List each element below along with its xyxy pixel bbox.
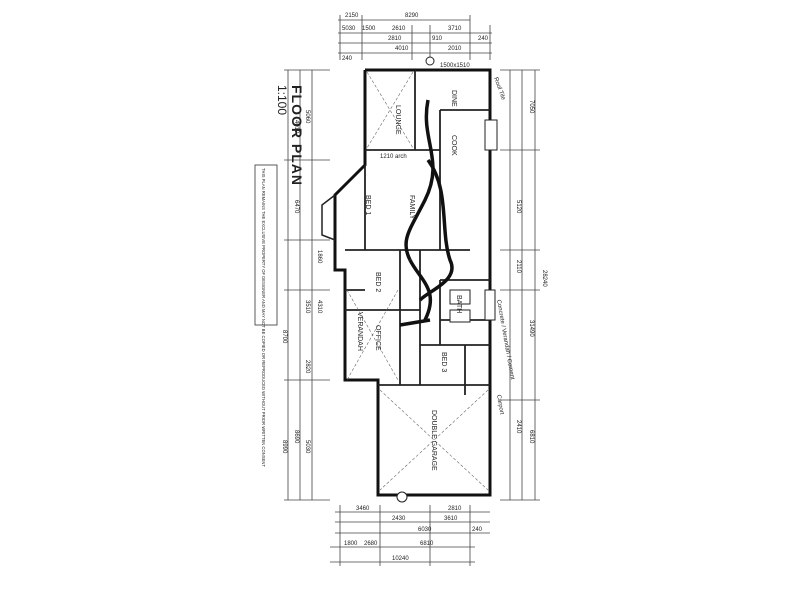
dim-bottom-7: 2680	[364, 541, 378, 547]
room-label-double-garage: DOUBLE GARAGE	[430, 410, 437, 471]
dim-left-2: 5060	[304, 110, 310, 124]
dimension-lines-bottom	[330, 505, 490, 566]
dim-left-8: 8690	[293, 430, 299, 444]
dim-bottom-6: 1800	[344, 541, 358, 547]
dim-right-2: 31490	[528, 320, 534, 337]
room-label-cook: COOK	[450, 135, 457, 156]
dim-top-10: 4010	[395, 46, 409, 52]
annotation-arch: 1210 arch	[380, 154, 407, 160]
annotation-carport: Carport	[495, 394, 504, 415]
dim-left-1: 6470	[293, 200, 299, 214]
room-label-dine: DINE	[450, 90, 457, 107]
annotation-roof-tile: Roof Tile	[492, 77, 506, 102]
dim-right-3: 5120	[515, 200, 521, 214]
bay-window	[321, 194, 336, 241]
dim-top-5: 3710	[448, 26, 462, 32]
room-label-bed-3: BED 3	[440, 352, 447, 372]
room-label-office: OFFICE	[374, 325, 381, 351]
dim-right-4: 6810	[528, 430, 534, 444]
dim-top-8: 910	[432, 36, 443, 42]
dim-top-3: 1500	[362, 26, 376, 32]
dimension-lines-left	[284, 69, 330, 501]
dim-bottom-5: 240	[472, 527, 483, 533]
dim-top-7: 240	[478, 36, 489, 42]
dim-right-0: 7050	[528, 100, 534, 114]
dim-left-5: 1860	[316, 250, 322, 264]
annotation-concrete-verandah: Concrete / Verandah / Cement	[495, 299, 515, 380]
room-label-bed-2: BED 2	[374, 272, 381, 292]
dim-left-0: 4010	[293, 120, 299, 134]
dim-bottom-1: 2430	[392, 516, 406, 522]
dim-top-0: 2150	[345, 13, 359, 19]
dim-bottom-2: 3610	[444, 516, 458, 522]
interior-walls	[345, 70, 490, 395]
dim-left-7: 4310	[316, 300, 322, 314]
dim-top-6: 2810	[388, 36, 402, 42]
room-label-bath: BATH	[455, 295, 462, 313]
plan-scale: 1:100	[275, 85, 289, 116]
dim-left-4: 2820	[304, 360, 310, 374]
room-label-bed-1: BED 1	[364, 195, 371, 215]
building-walls	[333, 68, 492, 497]
dimension-lines-right	[500, 69, 540, 501]
room-label-verandah: VERANDAH	[356, 312, 363, 351]
dim-right-6: 2410	[515, 420, 521, 434]
room-label-family: FAMILY	[408, 195, 415, 220]
annotation-window-size: 1500x1510	[440, 63, 470, 69]
dim-bottom-0: 3460	[356, 506, 370, 512]
dim-bottom-3: 2810	[448, 506, 462, 512]
dim-left-6: 8700	[281, 330, 287, 344]
wall-features	[396, 56, 498, 503]
dim-top-1: 8290	[405, 13, 419, 19]
dim-top-11: 240	[342, 56, 353, 62]
dim-right-1: 28240	[541, 270, 547, 287]
copyright-note-text: THIS PLAN REMAINS THE EXCLUSIVE PROPERTY…	[261, 168, 266, 467]
dimension-lines-top	[338, 15, 492, 60]
dim-left-9: 5030	[304, 440, 310, 454]
dim-right-5: 2110	[515, 260, 521, 274]
room-label-lounge: LOUNGE	[394, 105, 401, 135]
copyright-note-block: THIS PLAN REMAINS THE EXCLUSIVE PROPERTY…	[254, 164, 278, 467]
plan-title: FLOOR PLAN	[289, 85, 305, 186]
dim-left-3: 3510	[304, 300, 310, 314]
dim-top-9: 2010	[448, 46, 462, 52]
ducting-lines	[399, 99, 454, 327]
title-block: FLOOR PLAN 1:100	[245, 85, 305, 186]
garage-diagonals	[379, 389, 489, 491]
dim-top-4: 2610	[392, 26, 406, 32]
dim-bottom-9: 10240	[392, 556, 409, 562]
dim-bottom-4: 6030	[418, 527, 432, 533]
dim-top-2: 5030	[342, 26, 356, 32]
dim-bottom-8: 6810	[420, 541, 434, 547]
dim-left-10: 8990	[281, 440, 287, 454]
verandah-diagonals	[346, 71, 414, 381]
